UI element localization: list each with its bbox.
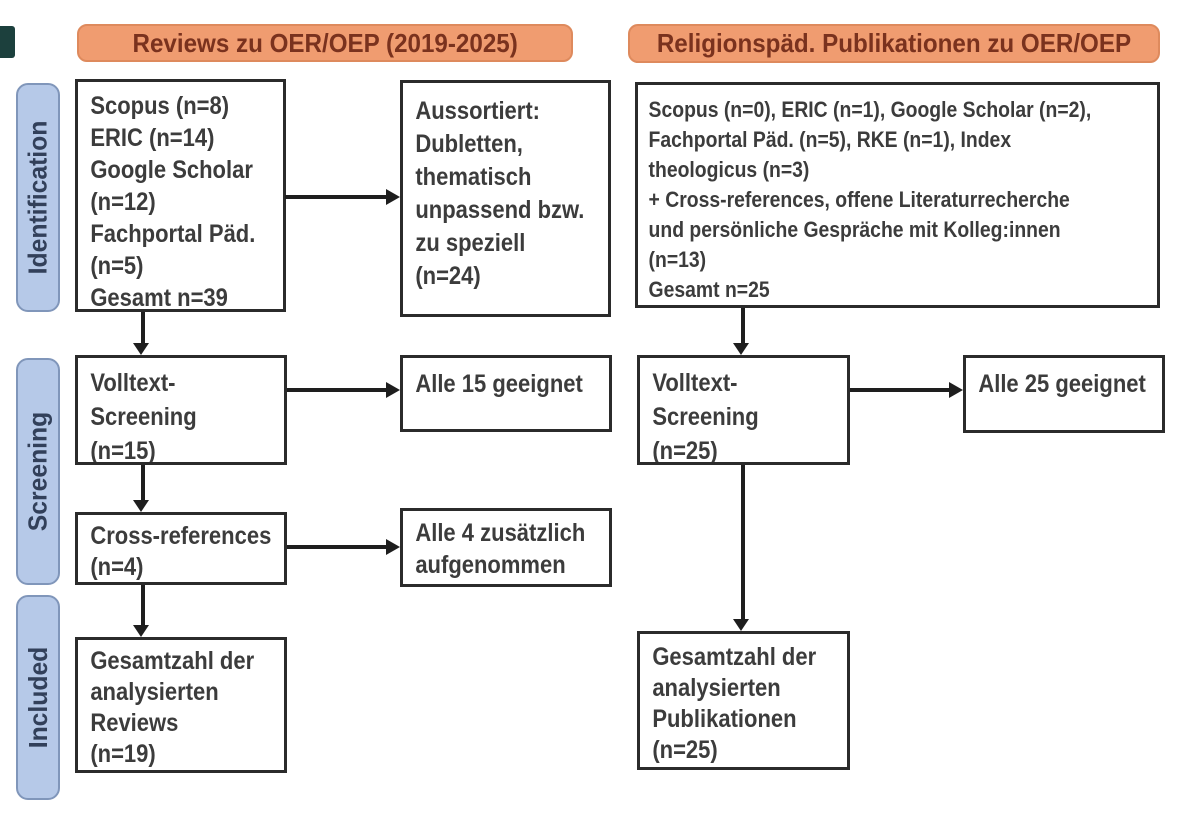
stage-label-identification: Identification (16, 83, 60, 312)
box-left-additionally-included-text: Alle 4 zusätzlich aufgenommen (415, 519, 586, 579)
box-left-total-included-text: Gesamtzahl der analysierten Reviews (n=1… (90, 647, 255, 768)
box-right-sources-text: Scopus (n=0), ERIC (n=1), Google Scholar… (648, 97, 1092, 302)
box-left-sorted-out: Aussortiert: Dubletten, thematisch unpas… (400, 80, 611, 317)
box-left-additionally-included: Alle 4 zusätzlich aufgenommen (400, 508, 612, 587)
arrow-left-crossref-to-total (141, 585, 145, 625)
arrow-left-sources-to-screening (141, 312, 145, 343)
arrow-left-screening-to-suitable (287, 388, 386, 392)
column-header-religionspaed: Religionspäd. Publikationen zu OER/OEP (628, 24, 1160, 63)
column-header-reviews-label: Reviews zu OER/OEP (2019-2025) (132, 27, 518, 58)
box-left-fulltext-screening-text: Volltext- Screening (n=15) (90, 369, 197, 465)
arrowhead-down-icon (733, 343, 749, 355)
arrowhead-right-icon (949, 382, 963, 398)
arrow-right-screening-to-total (741, 465, 745, 619)
stage-label-included-text: Included (22, 646, 53, 749)
arrowhead-right-icon (386, 189, 400, 205)
box-left-all-suitable-text: Alle 15 geeignet (415, 370, 583, 398)
box-left-cross-references: Cross-references (n=4) (75, 512, 287, 585)
arrow-right-sources-to-screening (741, 308, 745, 343)
stage-label-included: Included (16, 595, 60, 800)
box-right-total-included: Gesamtzahl der analysierten Publikatione… (637, 631, 850, 770)
arrowhead-down-icon (133, 343, 149, 355)
arrowhead-right-icon (386, 382, 400, 398)
box-left-sorted-out-text: Aussortiert: Dubletten, thematisch unpas… (415, 97, 585, 290)
box-left-total-included: Gesamtzahl der analysierten Reviews (n=1… (75, 637, 287, 773)
arrowhead-down-icon (133, 625, 149, 637)
corner-artifact (0, 26, 15, 58)
box-left-cross-references-text: Cross-references (n=4) (90, 522, 272, 581)
column-header-reviews: Reviews zu OER/OEP (2019-2025) (77, 24, 573, 62)
box-right-all-suitable-text: Alle 25 geeignet (978, 370, 1146, 398)
box-left-fulltext-screening: Volltext- Screening (n=15) (75, 355, 287, 465)
box-right-total-included-text: Gesamtzahl der analysierten Publikatione… (652, 643, 817, 764)
arrowhead-down-icon (133, 500, 149, 512)
box-left-all-suitable: Alle 15 geeignet (400, 355, 612, 432)
column-header-religionspaed-label: Religionspäd. Publikationen zu OER/OEP (656, 28, 1132, 58)
box-right-fulltext-screening: Volltext- Screening (n=25) (637, 355, 850, 465)
box-left-sources-text: Scopus (n=8) ERIC (n=14) Google Scholar … (90, 92, 256, 312)
arrowhead-right-icon (386, 539, 400, 555)
stage-label-screening: Screening (16, 358, 60, 585)
stage-label-identification-text: Identification (22, 120, 53, 275)
box-right-sources: Scopus (n=0), ERIC (n=1), Google Scholar… (635, 82, 1160, 308)
box-right-all-suitable: Alle 25 geeignet (963, 355, 1165, 433)
arrow-right-screening-to-suitable (850, 388, 949, 392)
box-left-sources: Scopus (n=8) ERIC (n=14) Google Scholar … (75, 79, 286, 312)
box-right-fulltext-screening-text: Volltext- Screening (n=25) (652, 369, 759, 465)
arrow-left-sources-to-sorted-out (285, 195, 386, 199)
arrowhead-down-icon (733, 619, 749, 631)
stage-label-screening-text: Screening (22, 411, 53, 532)
arrow-left-screening-to-crossref (141, 465, 145, 500)
arrow-left-crossref-to-included (287, 545, 386, 549)
